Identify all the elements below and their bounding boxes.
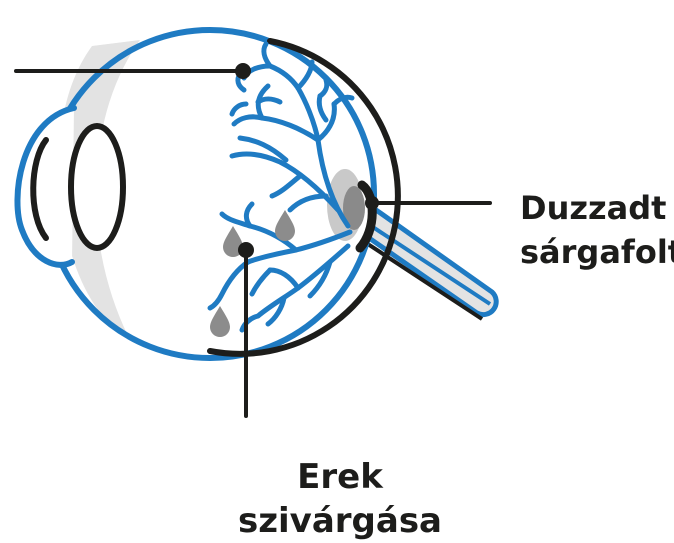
vessel-leakage-label: Erek szivárgása [200,455,480,543]
swollen-macula-label-line1: Duzzadt [520,186,670,230]
pointer-dot-macula [365,196,379,210]
cornea [17,108,74,265]
pointer-dot-top [235,63,251,79]
lens [71,126,123,248]
swollen-macula-label: Duzzadt sárgafolt [520,186,670,274]
pointer-dot-leak [238,242,254,258]
swollen-macula-label-line2: sárgafolt [520,230,670,274]
